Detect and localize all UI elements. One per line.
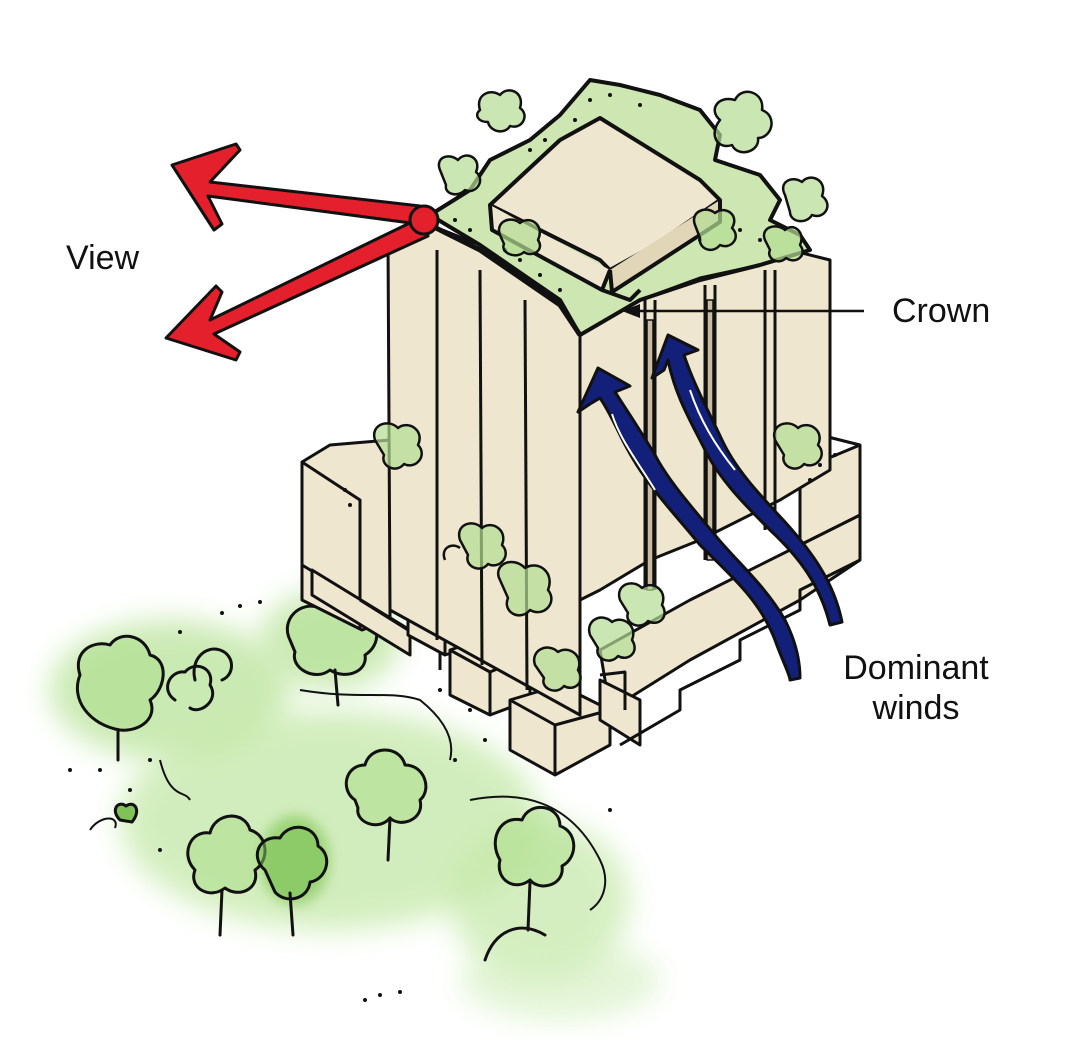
- crown-label: Crown: [892, 291, 990, 331]
- dominant-winds-label-line2: winds: [832, 688, 1000, 728]
- dominant-winds-label-line1: Dominant: [832, 648, 1000, 688]
- view-label: View: [66, 238, 139, 278]
- dominant-winds-label: Dominant winds: [832, 648, 1000, 728]
